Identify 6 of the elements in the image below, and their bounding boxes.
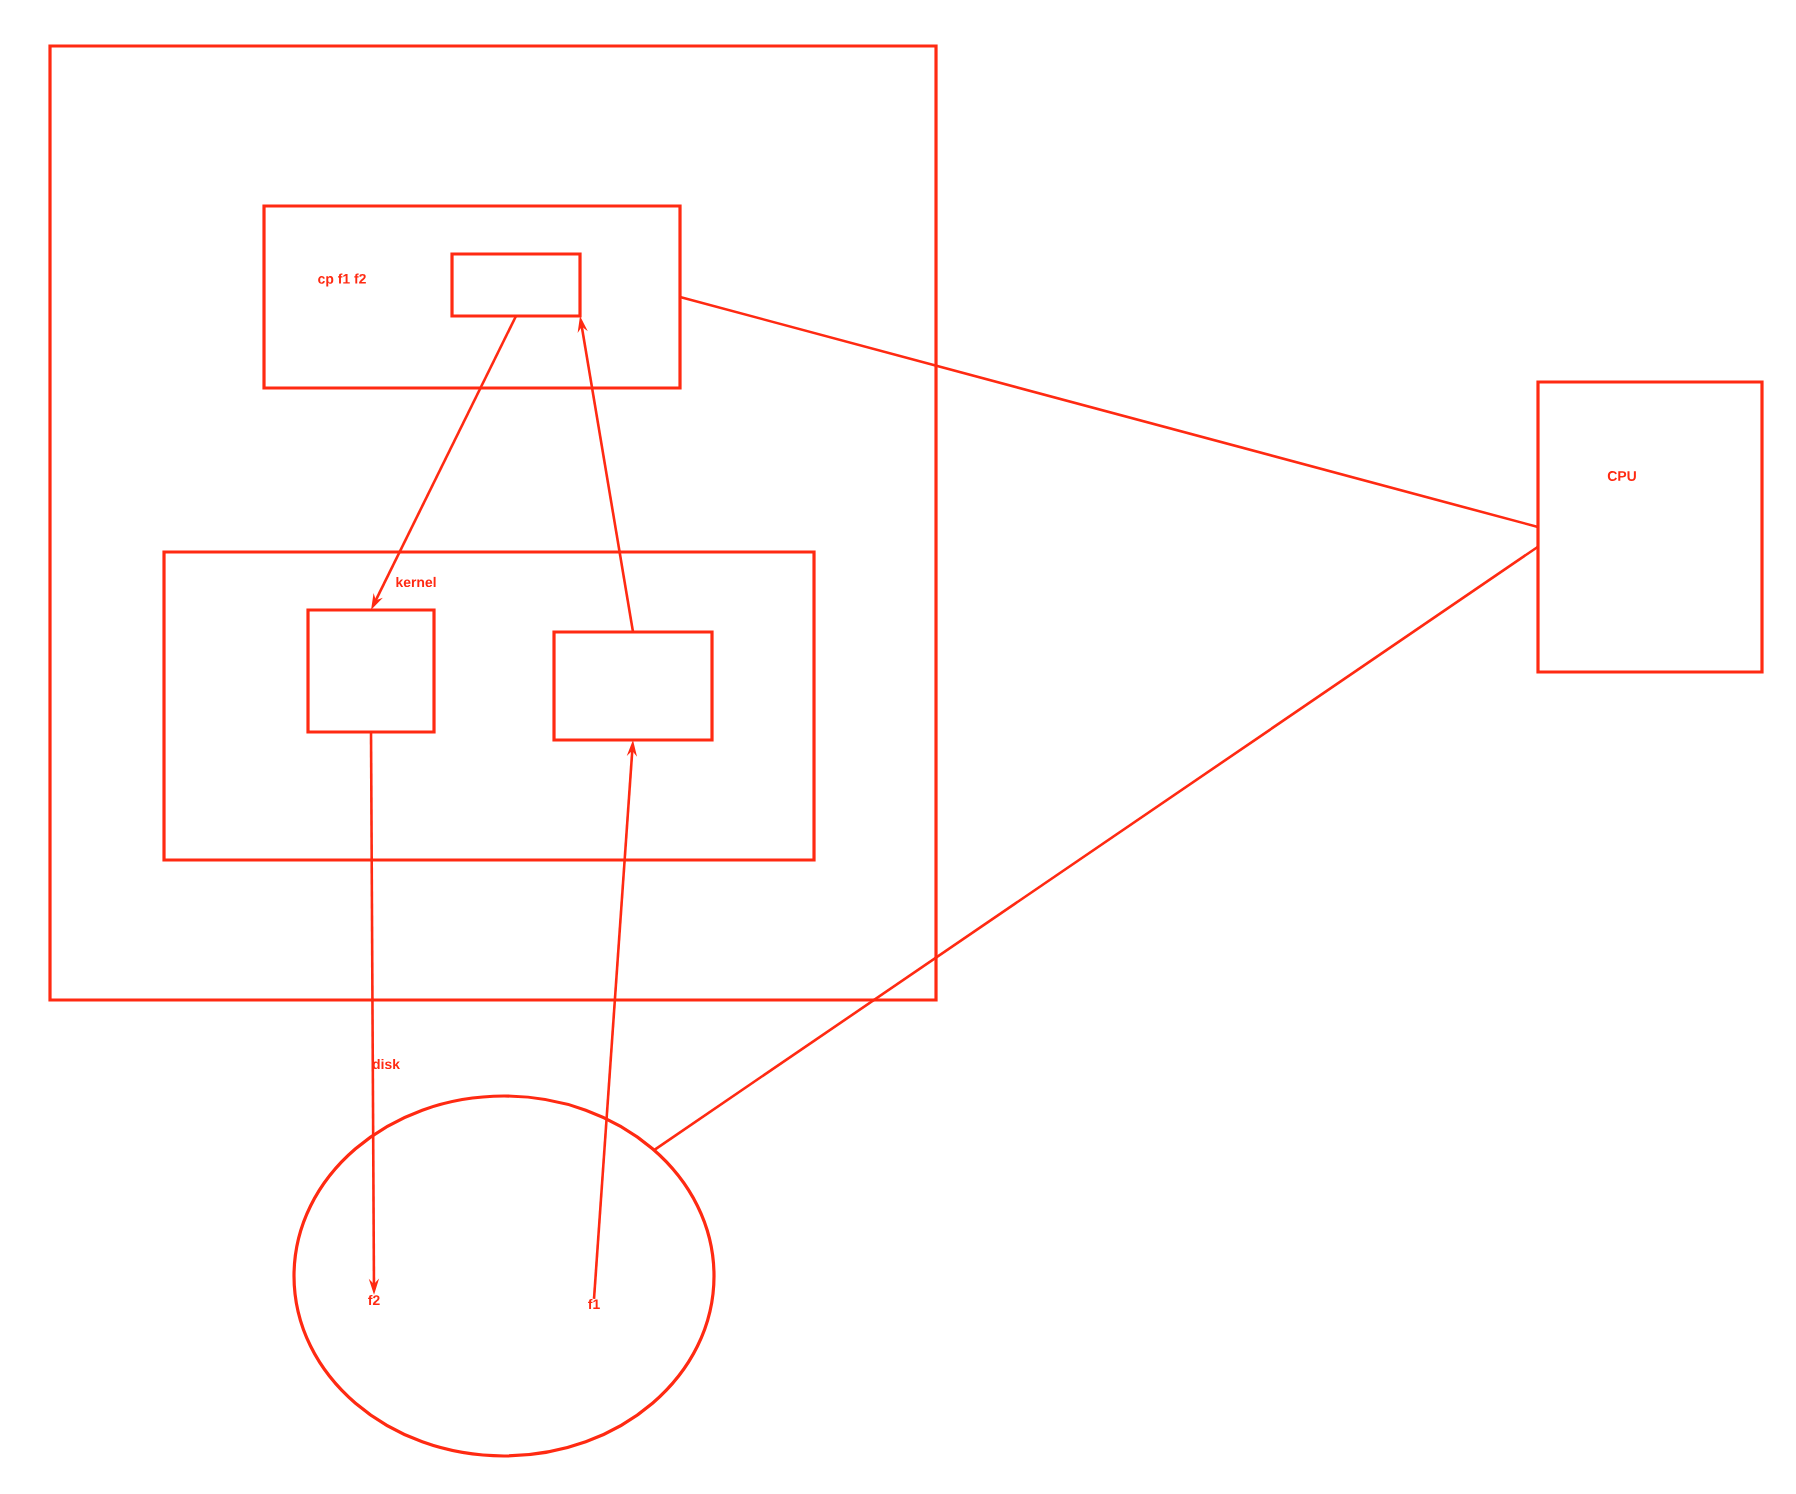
frame-box xyxy=(48,44,938,1002)
buffer-box xyxy=(450,252,582,318)
buffer-box xyxy=(306,608,436,734)
buffer-box xyxy=(552,630,714,742)
connector-line xyxy=(679,295,1539,529)
connector-line xyxy=(653,545,1539,1152)
